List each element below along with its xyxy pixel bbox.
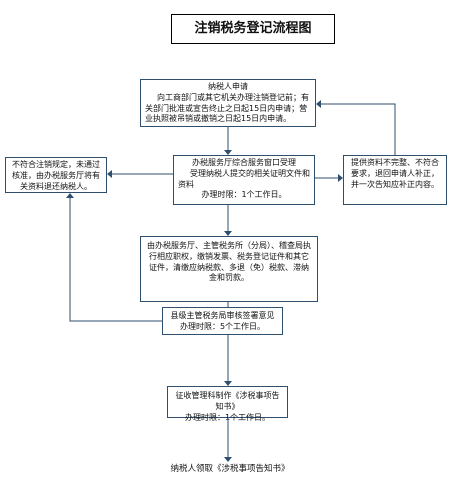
incomplete-materials-box: 提供资料不完整、不符合要求，退回申请人补正，并一次告知应补正内容。 [343,155,447,205]
arrowhead-window-to-incomplete [338,174,343,182]
apply-heading: 纳税人申请 [208,82,248,91]
window-accept-step-box: 办税服务厅综合服务窗口受理 受理纳税人提交的相关证明文件和资料 办理时限：1个工… [173,155,315,205]
county-review-step-box: 县级主管税务局审核签署意见 办理时限：5个工作日。 [162,307,283,335]
arrowhead-window-to-reject [107,170,112,178]
county-review-line1: 县级主管税务局审核签署意见 [170,311,275,320]
arrowhead-apply-to-window [224,150,232,155]
apply-step-box: 纳税人申请 向工商部门或其它机关办理注销登记前；有关部门批准或宣告终止之日起15… [140,79,316,127]
reject-box: 不符合注销规定，未通过核准，由办税服务厅将有关资料退还纳税人。 [5,157,107,193]
process-text: 由办税服务厅、主管税务所（分局）、稽查局执行相应职权，缴销发票、税务登记证件和其… [147,241,311,283]
final-step-text: 纳税人领取《涉税事项告知书》 [170,464,290,474]
arrowhead-collection-to-final [224,457,232,462]
collection-line1: 征收管理科制作《涉税事项告知书》 [175,391,280,411]
incomplete-materials-text: 提供资料不完整、不符合要求，退回申请人补正，并一次告知应补正内容。 [351,158,439,189]
arrowhead-window-to-process [224,231,232,236]
collection-line2: 办理时限：1个工作日。 [184,412,271,422]
arrowhead-county-to-reject [66,193,74,198]
process-step-box: 由办税服务厅、主管税务所（分局）、稽查局执行相应职权，缴销发票、税务登记证件和其… [140,236,318,302]
flowchart-title: 注销税务登记流程图 [171,14,335,44]
window-accept-line3: 办理时限：1个工作日。 [201,190,287,200]
arrowhead-county-to-collection [224,381,232,386]
window-accept-line1: 办税服务厅综合服务窗口受理 [192,158,296,167]
reject-text: 不符合注销规定，未通过核准，由办税服务厅将有关资料退还纳税人。 [12,160,100,191]
county-review-line2: 办理时限：5个工作日。 [179,321,266,331]
arrow-incomplete-to-apply [321,103,396,155]
arrowhead-incomplete-to-apply [316,100,321,108]
apply-text: 向工商部门或其它机关办理注销登记前；有关部门批准或宣告终止之日起15日内申请；营… [145,92,309,124]
collection-step-box: 征收管理科制作《涉税事项告知书》 办理时限：1个工作日。 [167,386,288,422]
arrow-county-to-reject [69,198,162,322]
window-accept-line2: 受理纳税人提交的相关证明文件和资料 [178,168,310,189]
